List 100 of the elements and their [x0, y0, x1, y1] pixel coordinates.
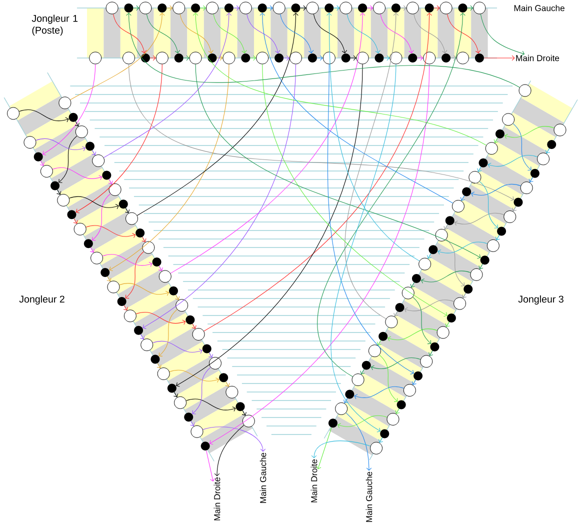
transfer-arrow	[74, 121, 80, 126]
catch-dot	[414, 371, 423, 380]
throw-circle	[473, 2, 486, 14]
transfer-arrow	[174, 294, 180, 300]
throw-circle	[222, 52, 236, 64]
throw-arrow	[414, 14, 448, 54]
transfer-arrow	[108, 179, 113, 184]
throw-circle	[206, 2, 218, 14]
transfer-arrow	[384, 55, 390, 61]
catch-dot	[464, 284, 473, 294]
hand-label: Main Droite	[310, 459, 318, 502]
throw-arrow	[479, 181, 498, 228]
throw-arrow	[128, 64, 514, 201]
transfer-arrow	[106, 276, 112, 282]
throw-arrow	[354, 386, 404, 400]
throw-arrow	[169, 370, 220, 383]
catch-dot	[208, 54, 217, 62]
transfer-arrow	[484, 55, 515, 61]
throw-circle	[406, 2, 419, 14]
throw-circle	[7, 107, 20, 120]
transfer-arrow	[462, 292, 467, 298]
throw-circle	[90, 252, 104, 264]
throw-arrow	[388, 328, 438, 342]
throw-arrow	[112, 14, 147, 54]
transfer-arrow	[40, 160, 44, 166]
transfer-arrow	[233, 5, 240, 11]
throw-circle	[142, 241, 155, 254]
transfer-arrow	[166, 5, 173, 11]
throw-circle	[423, 52, 436, 64]
throw-arrow	[318, 12, 466, 377]
catch-dot	[308, 54, 317, 62]
catch-dot	[241, 54, 250, 62]
transfer-arrow	[460, 196, 466, 201]
throw-circle	[208, 356, 222, 370]
transfer-arrow	[410, 282, 415, 288]
throw-circle	[456, 52, 469, 64]
throw-circle	[74, 222, 86, 236]
throw-arrow	[260, 12, 454, 204]
throw-circle	[436, 326, 450, 339]
throw-arrow	[76, 64, 162, 214]
catch-dot	[67, 210, 76, 220]
throw-arrow	[158, 309, 178, 356]
throw-arrow	[109, 64, 230, 272]
throw-circle	[192, 328, 205, 341]
transfer-arrow	[400, 5, 406, 11]
throw-circle	[403, 384, 416, 397]
transfer-arrow	[395, 408, 400, 414]
catch-dot	[378, 332, 388, 341]
throw-circle	[226, 386, 238, 398]
catch-dot	[430, 342, 440, 352]
throw-circle	[24, 136, 36, 149]
throw-circle	[106, 2, 118, 14]
throw-circle	[537, 152, 550, 166]
transfer-arrow	[283, 55, 290, 61]
throw-circle	[92, 154, 105, 167]
catch-dot	[396, 400, 406, 410]
catch-dot	[446, 314, 456, 322]
catch-dot	[224, 4, 234, 12]
catch-dot	[219, 373, 228, 382]
throw-circle	[306, 2, 319, 14]
throw-circle	[356, 52, 369, 64]
throw-circle	[402, 286, 414, 300]
catch-dot	[202, 344, 212, 354]
throw-circle	[373, 2, 386, 14]
throw-arrow	[126, 12, 520, 88]
catch-dot	[184, 412, 194, 422]
transfer-arrow	[444, 224, 448, 230]
throw-arrow	[125, 251, 144, 299]
hand-label: Main Droite	[214, 477, 220, 520]
transfer-arrow	[350, 55, 356, 61]
transfer-arrow	[90, 247, 95, 253]
throw-arrow	[204, 12, 432, 332]
transfer-arrow	[190, 420, 195, 426]
transfer-arrow	[477, 166, 482, 172]
throw-arrow	[103, 12, 232, 158]
throw-arrow	[213, 14, 247, 54]
catch-dot	[412, 274, 421, 284]
transfer-arrow	[445, 322, 450, 328]
catch-dot	[34, 152, 43, 162]
transfer-arrow	[478, 264, 484, 270]
throw-circle	[470, 268, 483, 281]
throw-arrow	[412, 296, 432, 344]
throw-arrow	[313, 14, 348, 54]
throw-arrow	[454, 212, 504, 226]
catch-dot	[362, 360, 371, 370]
throw-circle	[385, 316, 398, 328]
throw-circle	[452, 200, 464, 212]
catch-dot	[150, 354, 160, 364]
catch-dot	[445, 216, 454, 226]
catch-dot	[291, 4, 300, 12]
transfer-arrow	[192, 324, 196, 329]
throw-arrow	[52, 167, 102, 180]
catch-dot	[200, 442, 210, 451]
catch-dot	[102, 170, 112, 180]
throw-arrow	[504, 126, 554, 139]
throw-circle	[125, 212, 138, 225]
throw-circle	[242, 414, 255, 428]
catch-dot	[497, 226, 506, 236]
transfer-arrow	[91, 150, 96, 156]
throw-circle	[368, 344, 381, 358]
